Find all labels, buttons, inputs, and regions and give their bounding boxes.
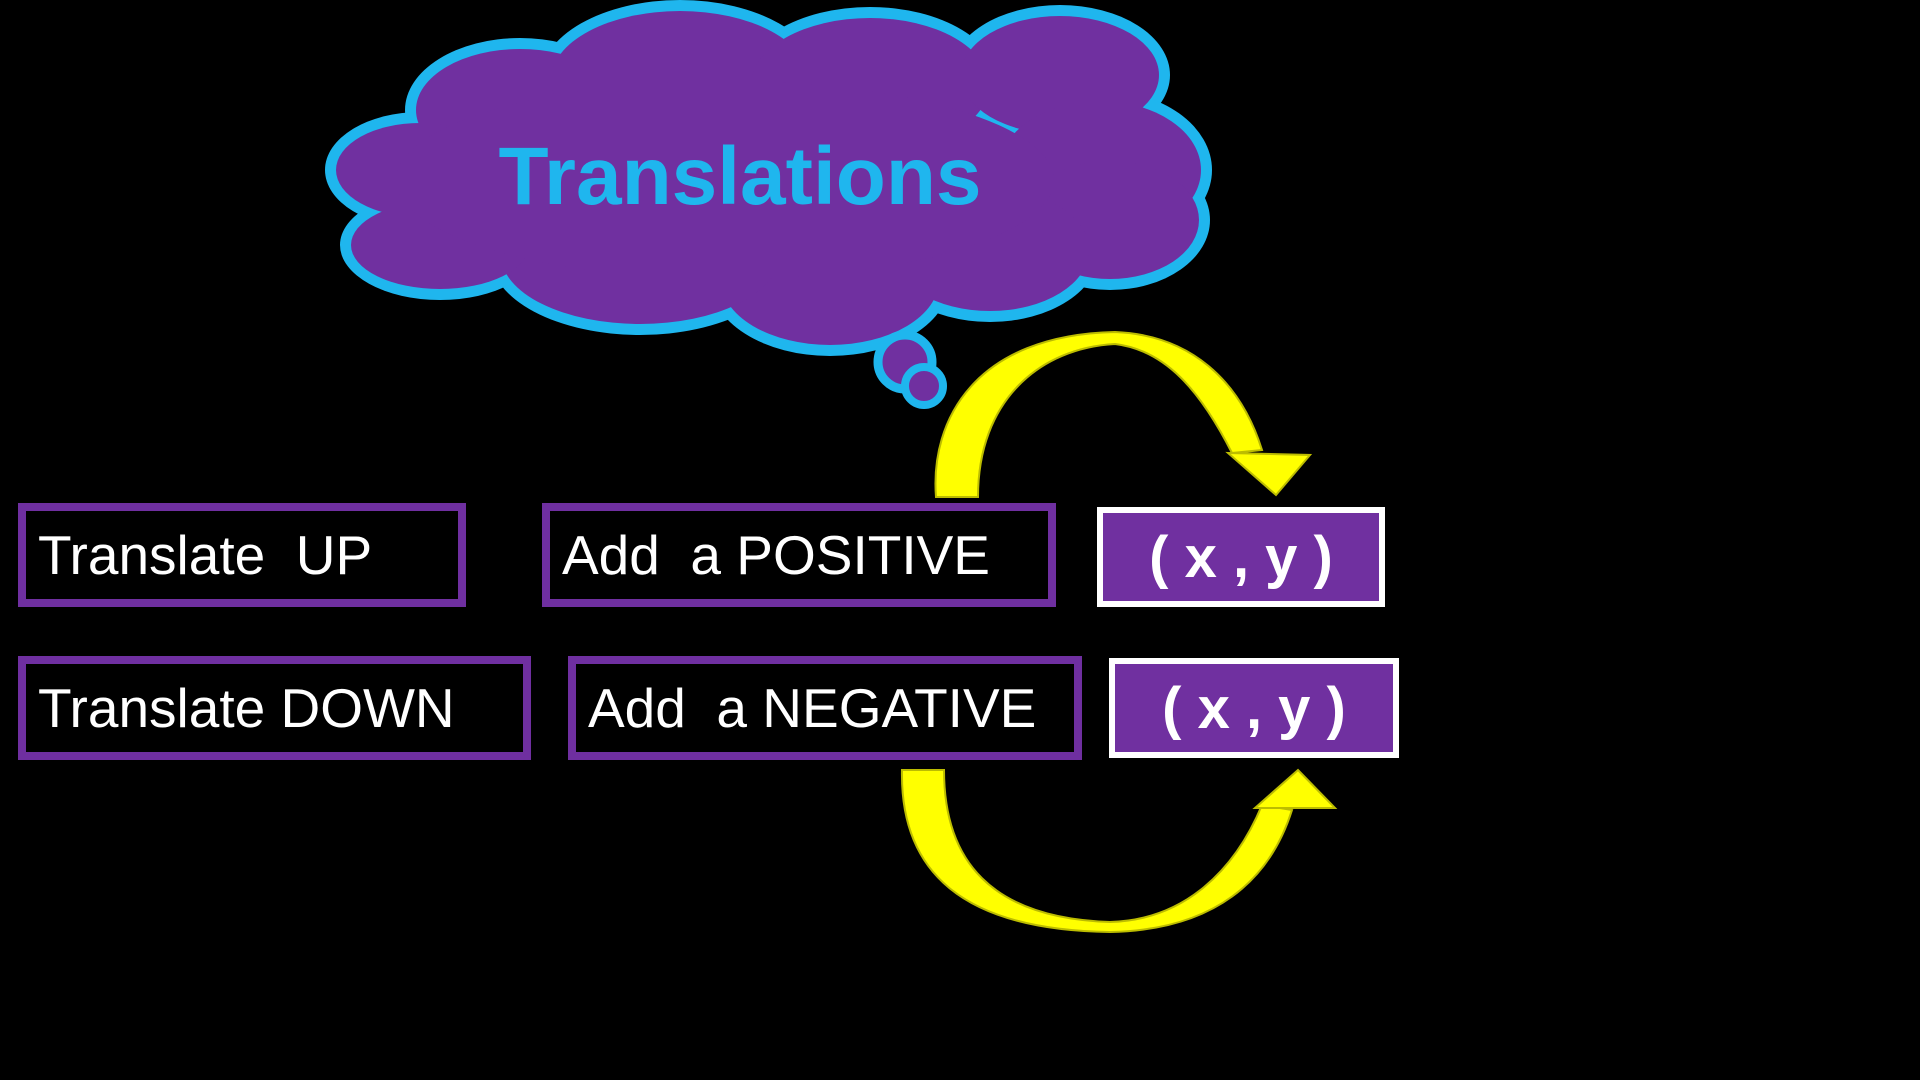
thought-cloud-icon bbox=[325, 0, 1212, 409]
coordinate-pair-up: ( x , y ) bbox=[1097, 507, 1385, 607]
curved-arrow-icon bbox=[934, 330, 1313, 498]
cloud-title: Translations bbox=[498, 131, 982, 222]
add-negative-label: Add a NEGATIVE bbox=[568, 656, 1082, 760]
add-positive-label: Add a POSITIVE bbox=[542, 503, 1056, 607]
coordinate-pair-down: ( x , y ) bbox=[1109, 658, 1399, 758]
translate-down-label: Translate DOWN bbox=[18, 656, 531, 760]
curved-arrow-icon bbox=[900, 768, 1338, 934]
translate-up-label: Translate UP bbox=[18, 503, 466, 607]
